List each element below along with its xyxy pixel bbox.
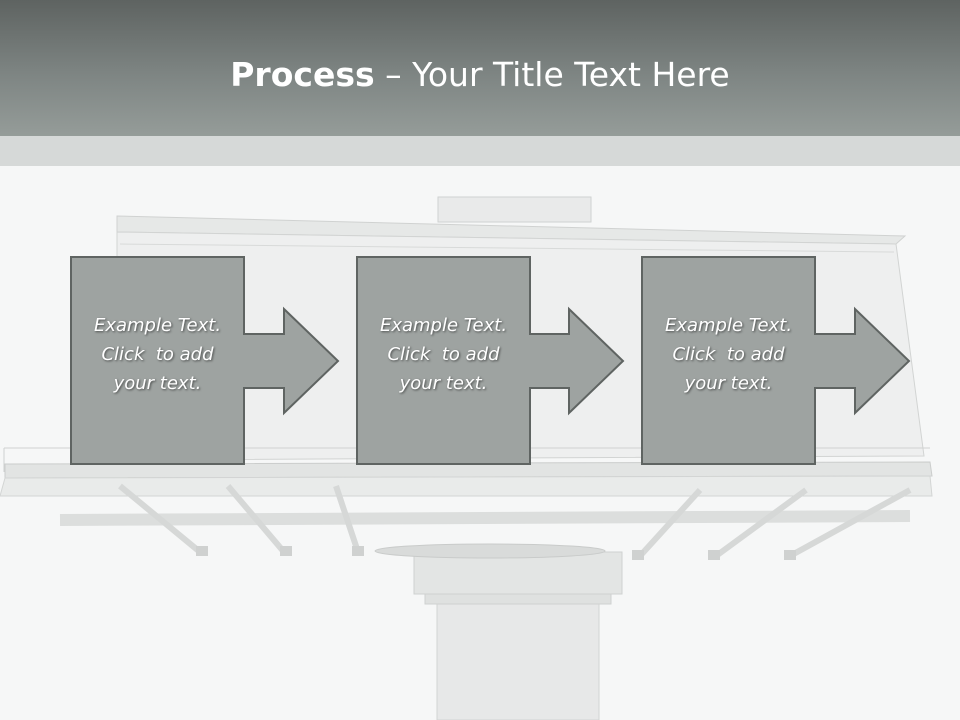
arrow-3 (813, 306, 911, 416)
step-1-text[interactable]: Example Text. Click to add your text. (71, 311, 244, 398)
header-band (0, 136, 960, 166)
step-2-line-1: Example Text. (379, 315, 508, 336)
step-3-line-2: Click to add (672, 344, 785, 365)
step-2-text[interactable]: Example Text. Click to add your text. (357, 311, 530, 398)
step-1-line-1: Example Text. (93, 315, 222, 336)
title-rest: – Your Title Text Here (374, 55, 730, 94)
step-3-line-1: Example Text. (664, 315, 793, 336)
slide-title[interactable]: Process – Your Title Text Here (0, 52, 960, 98)
step-2[interactable]: Example Text. Click to add your text. (357, 257, 530, 464)
arrow-1 (242, 306, 340, 416)
step-1[interactable]: Example Text. Click to add your text. (71, 257, 244, 464)
header-bar (0, 0, 960, 136)
arrow-2 (528, 306, 625, 416)
title-bold: Process (230, 55, 375, 94)
step-3-text[interactable]: Example Text. Click to add your text. (642, 311, 815, 398)
step-3-line-3: your text. (684, 373, 773, 394)
step-box-1 (70, 256, 245, 465)
step-1-line-2: Click to add (101, 344, 214, 365)
step-box-2 (356, 256, 531, 465)
step-3[interactable]: Example Text. Click to add your text. (642, 257, 815, 464)
step-2-line-3: your text. (399, 373, 488, 394)
step-box-3 (641, 256, 816, 465)
step-2-line-2: Click to add (387, 344, 500, 365)
step-1-line-3: your text. (113, 373, 202, 394)
